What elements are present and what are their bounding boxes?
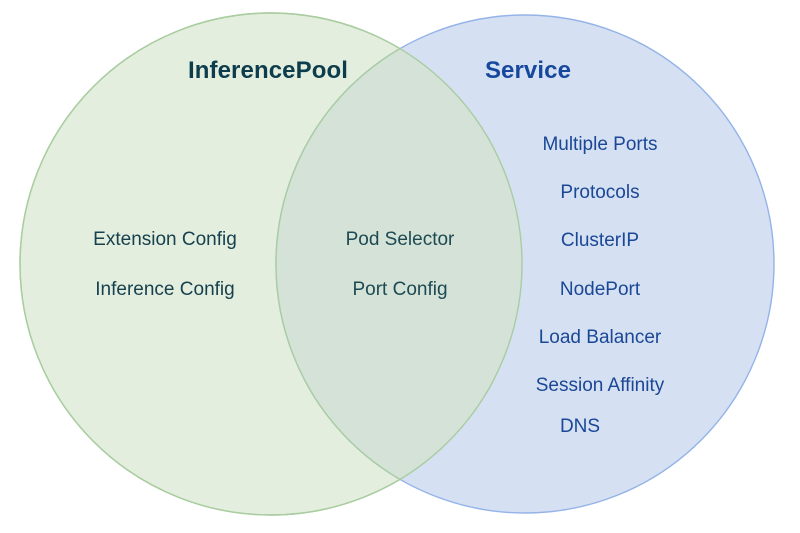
left-set-item-inference-config: Inference Config bbox=[95, 279, 235, 300]
left-set-title: InferencePool bbox=[187, 57, 348, 84]
right-set-item-load-balancer: Load Balancer bbox=[538, 327, 662, 348]
right-set-item-nodeport: NodePort bbox=[559, 279, 641, 300]
right-set-item-dns: DNS bbox=[559, 416, 601, 437]
intersection-item-pod-selector: Pod Selector bbox=[345, 229, 455, 250]
left-set-item-extension-config: Extension Config bbox=[93, 229, 237, 250]
intersection-region bbox=[275, 14, 522, 514]
right-set-item-clusterip: ClusterIP bbox=[560, 230, 640, 251]
left-set-outline bbox=[19, 12, 523, 516]
right-set-item-protocols: Protocols bbox=[560, 182, 640, 203]
right-set-item-session-affinity: Session Affinity bbox=[535, 375, 665, 396]
intersection-item-port-config: Port Config bbox=[352, 279, 448, 300]
right-set-item-multiple-ports: Multiple Ports bbox=[542, 134, 658, 155]
right-set-title: Service bbox=[484, 57, 572, 84]
